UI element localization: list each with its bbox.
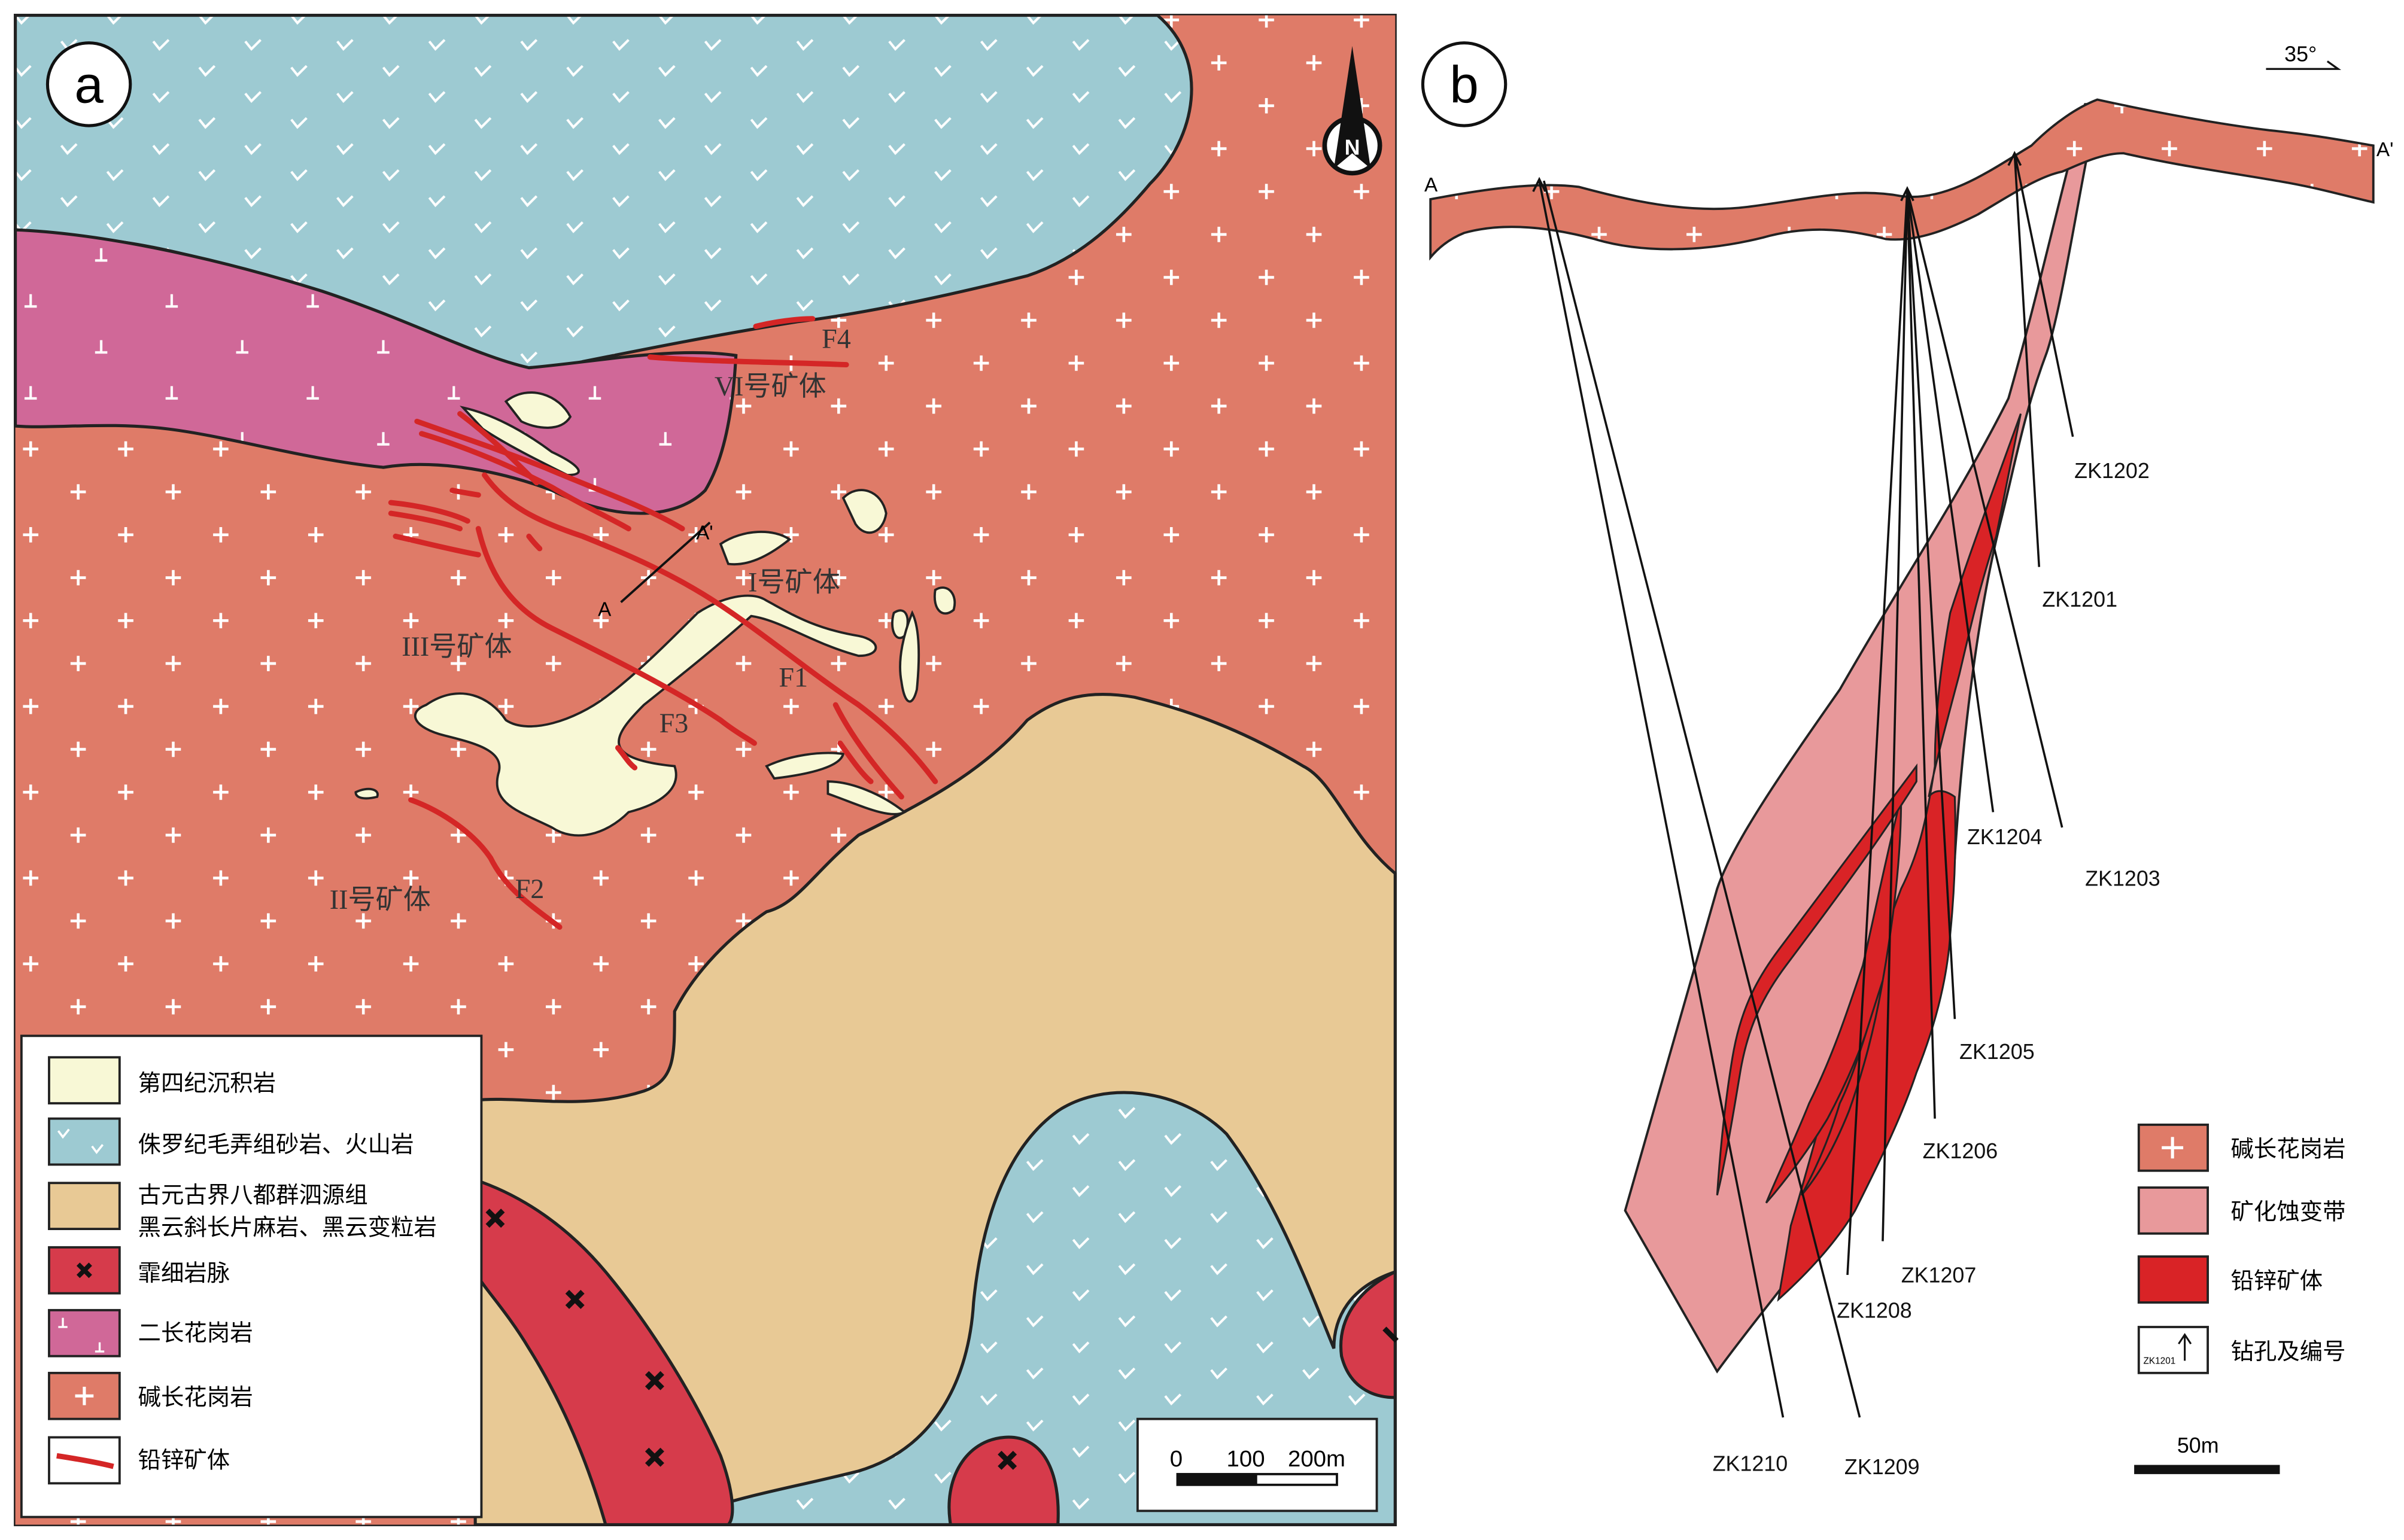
legend-b-alteration: 矿化蚀变带: [2137, 1186, 2346, 1235]
panel-b-badge: [1421, 41, 1508, 127]
legend-a-lamprophyre-label: 霏细岩脉: [138, 1260, 230, 1287]
scale-a-0: 0: [1170, 1446, 1183, 1472]
panel-b-scalebar: 50m: [2134, 1434, 2280, 1474]
legend-b-orebody-label: 铅锌矿体: [2231, 1268, 2323, 1295]
azimuth-arrow-icon: 35°: [2266, 42, 2342, 70]
fault-f2-label: F2: [515, 874, 545, 904]
legend-a-paleo-label-2: 黑云斜长片麻岩、黑云变粒岩: [138, 1214, 437, 1241]
legend-b-drill-label: 钻孔及编号: [2231, 1338, 2346, 1365]
legend-a-lamprophyre: 霏细岩脉: [48, 1246, 230, 1295]
drillhole-zk1205-label: ZK1205: [1959, 1040, 2035, 1064]
section-b-a-label: A: [1424, 174, 1438, 196]
legend-b-alkali-label: 碱长花岗岩: [2231, 1136, 2346, 1163]
legend-a-jurassic-label: 侏罗纪毛弄组砂岩、火山岩: [138, 1131, 414, 1158]
orebody-vi-label: VI号矿体: [715, 371, 826, 401]
lamprophyre-symbols: [485, 1209, 1399, 1470]
lamprophyre-dyke-3: [1339, 1269, 1397, 1399]
drillhole-arrowheads: [1532, 151, 2022, 202]
legend-a-adamellite-label: 二长花岗岩: [138, 1320, 253, 1347]
legend-a-alkali-label: 碱长花岗岩: [138, 1384, 253, 1411]
panel-b: b 35° A A': [1421, 41, 2394, 1479]
legend-b-alteration-label: 矿化蚀变带: [2231, 1199, 2346, 1226]
legend-a-quaternary-swatch: [48, 1056, 121, 1104]
drillhole-zk1208-label: ZK1208: [1837, 1299, 1912, 1323]
drillhole-zk1204-label: ZK1204: [1967, 825, 2043, 849]
legend-b-orebody-swatch: [2137, 1255, 2210, 1304]
legend-a-paleo: 古元古界八都群泗源组 黑云斜长片麻岩、黑云变粒岩: [48, 1182, 437, 1241]
surface-alkali-band: [1429, 98, 2375, 261]
panel-a-label: a: [74, 56, 104, 114]
orebody-ii-label: II号矿体: [330, 884, 431, 915]
panel-b-label: b: [1449, 56, 1478, 114]
panel-a-badge: [45, 41, 132, 127]
orebody-i-label: I号矿体: [748, 567, 840, 598]
legend-b-orebody: 铅锌矿体: [2137, 1255, 2323, 1304]
scale-a-200m: 200m: [1288, 1446, 1345, 1472]
drillhole-zk1203-label: ZK1203: [2085, 866, 2160, 890]
legend-a-quaternary: 第四纪沉积岩: [48, 1056, 276, 1104]
drillhole-zk1207-label: ZK1207: [1901, 1264, 1977, 1288]
panel-a-scalebar: 0 100 200m: [1136, 1417, 1378, 1512]
adamellite-unit: [14, 228, 738, 515]
ore-lines: [388, 316, 938, 930]
legend-b-drill-swatch: [2137, 1326, 2210, 1374]
section-line-a-a: [620, 521, 711, 603]
legend-a-alkali: 碱长花岗岩: [48, 1371, 253, 1420]
section-a-prime-label: A': [696, 522, 713, 544]
panel-a-legend: 第四纪沉积岩 侏罗纪毛弄组砂岩、火山岩 古元古界八都群泗源组 黑云斜长片麻岩、黑…: [20, 1034, 483, 1518]
drillhole-zk1206-label: ZK1206: [1923, 1139, 1998, 1163]
panel-a: A A' VI号矿体 I号矿体 III号矿体 II号矿体 F1 F2 F3 F4…: [14, 14, 1399, 1526]
orebody-iii-label: III号矿体: [402, 631, 512, 662]
north-arrow-icon: N: [1322, 45, 1382, 176]
lamprophyre-dyke-1: [473, 1177, 734, 1526]
section-b-a-prime-label: A': [2376, 139, 2394, 161]
ore-veins: [1716, 413, 2022, 1302]
legend-a-paleo-label: 古元古界八都群泗源组: [138, 1182, 368, 1209]
fault-f1-label: F1: [779, 662, 808, 692]
jurassic-unit-south: [703, 1091, 1397, 1526]
legend-b-drill: ZK1201 钻孔及编号: [2137, 1326, 2346, 1374]
legend-a-ore-label: 铅锌矿体: [138, 1447, 230, 1474]
drillhole-traces: [1538, 153, 2074, 1418]
legend-a-adamellite-swatch: [48, 1308, 121, 1358]
azimuth-label: 35°: [2284, 42, 2317, 66]
legend-a-ore: 铅锌矿体: [48, 1436, 230, 1485]
drillhole-zk1202-label: ZK1202: [2074, 459, 2150, 483]
scale-b-label: 50m: [2177, 1434, 2219, 1457]
quaternary-patches: [354, 391, 956, 837]
legend-a-jurassic-swatch: [48, 1117, 121, 1166]
legend-a-adamellite: 二长花岗岩: [48, 1308, 253, 1358]
panel-b-legend: 碱长花岗岩 矿化蚀变带 铅锌矿体 ZK1201 钻孔及编号 50m: [2134, 1123, 2346, 1474]
legend-a-jurassic: 侏罗纪毛弄组砂岩、火山岩: [48, 1117, 414, 1166]
section-a-label: A: [598, 599, 612, 621]
legend-b-alteration-swatch: [2137, 1186, 2210, 1235]
fault-f3-label: F3: [659, 708, 689, 738]
drillhole-zk1210-label: ZK1210: [1713, 1452, 1788, 1476]
drillhole-zk1201-label: ZK1201: [2042, 588, 2117, 611]
legend-b-drill-icon-text: ZK1201: [2143, 1356, 2175, 1366]
legend-a-paleo-swatch: [48, 1182, 121, 1230]
fault-f4-label: F4: [822, 323, 851, 354]
drillhole-zk1209-label: ZK1209: [1844, 1455, 1920, 1479]
north-label: N: [1345, 136, 1360, 160]
legend-a-quaternary-label: 第四纪沉积岩: [138, 1070, 276, 1097]
legend-b-alkali: 碱长花岗岩: [2137, 1123, 2346, 1172]
lamprophyre-dyke-2: [947, 1435, 1060, 1526]
scale-a-100: 100: [1226, 1446, 1265, 1472]
